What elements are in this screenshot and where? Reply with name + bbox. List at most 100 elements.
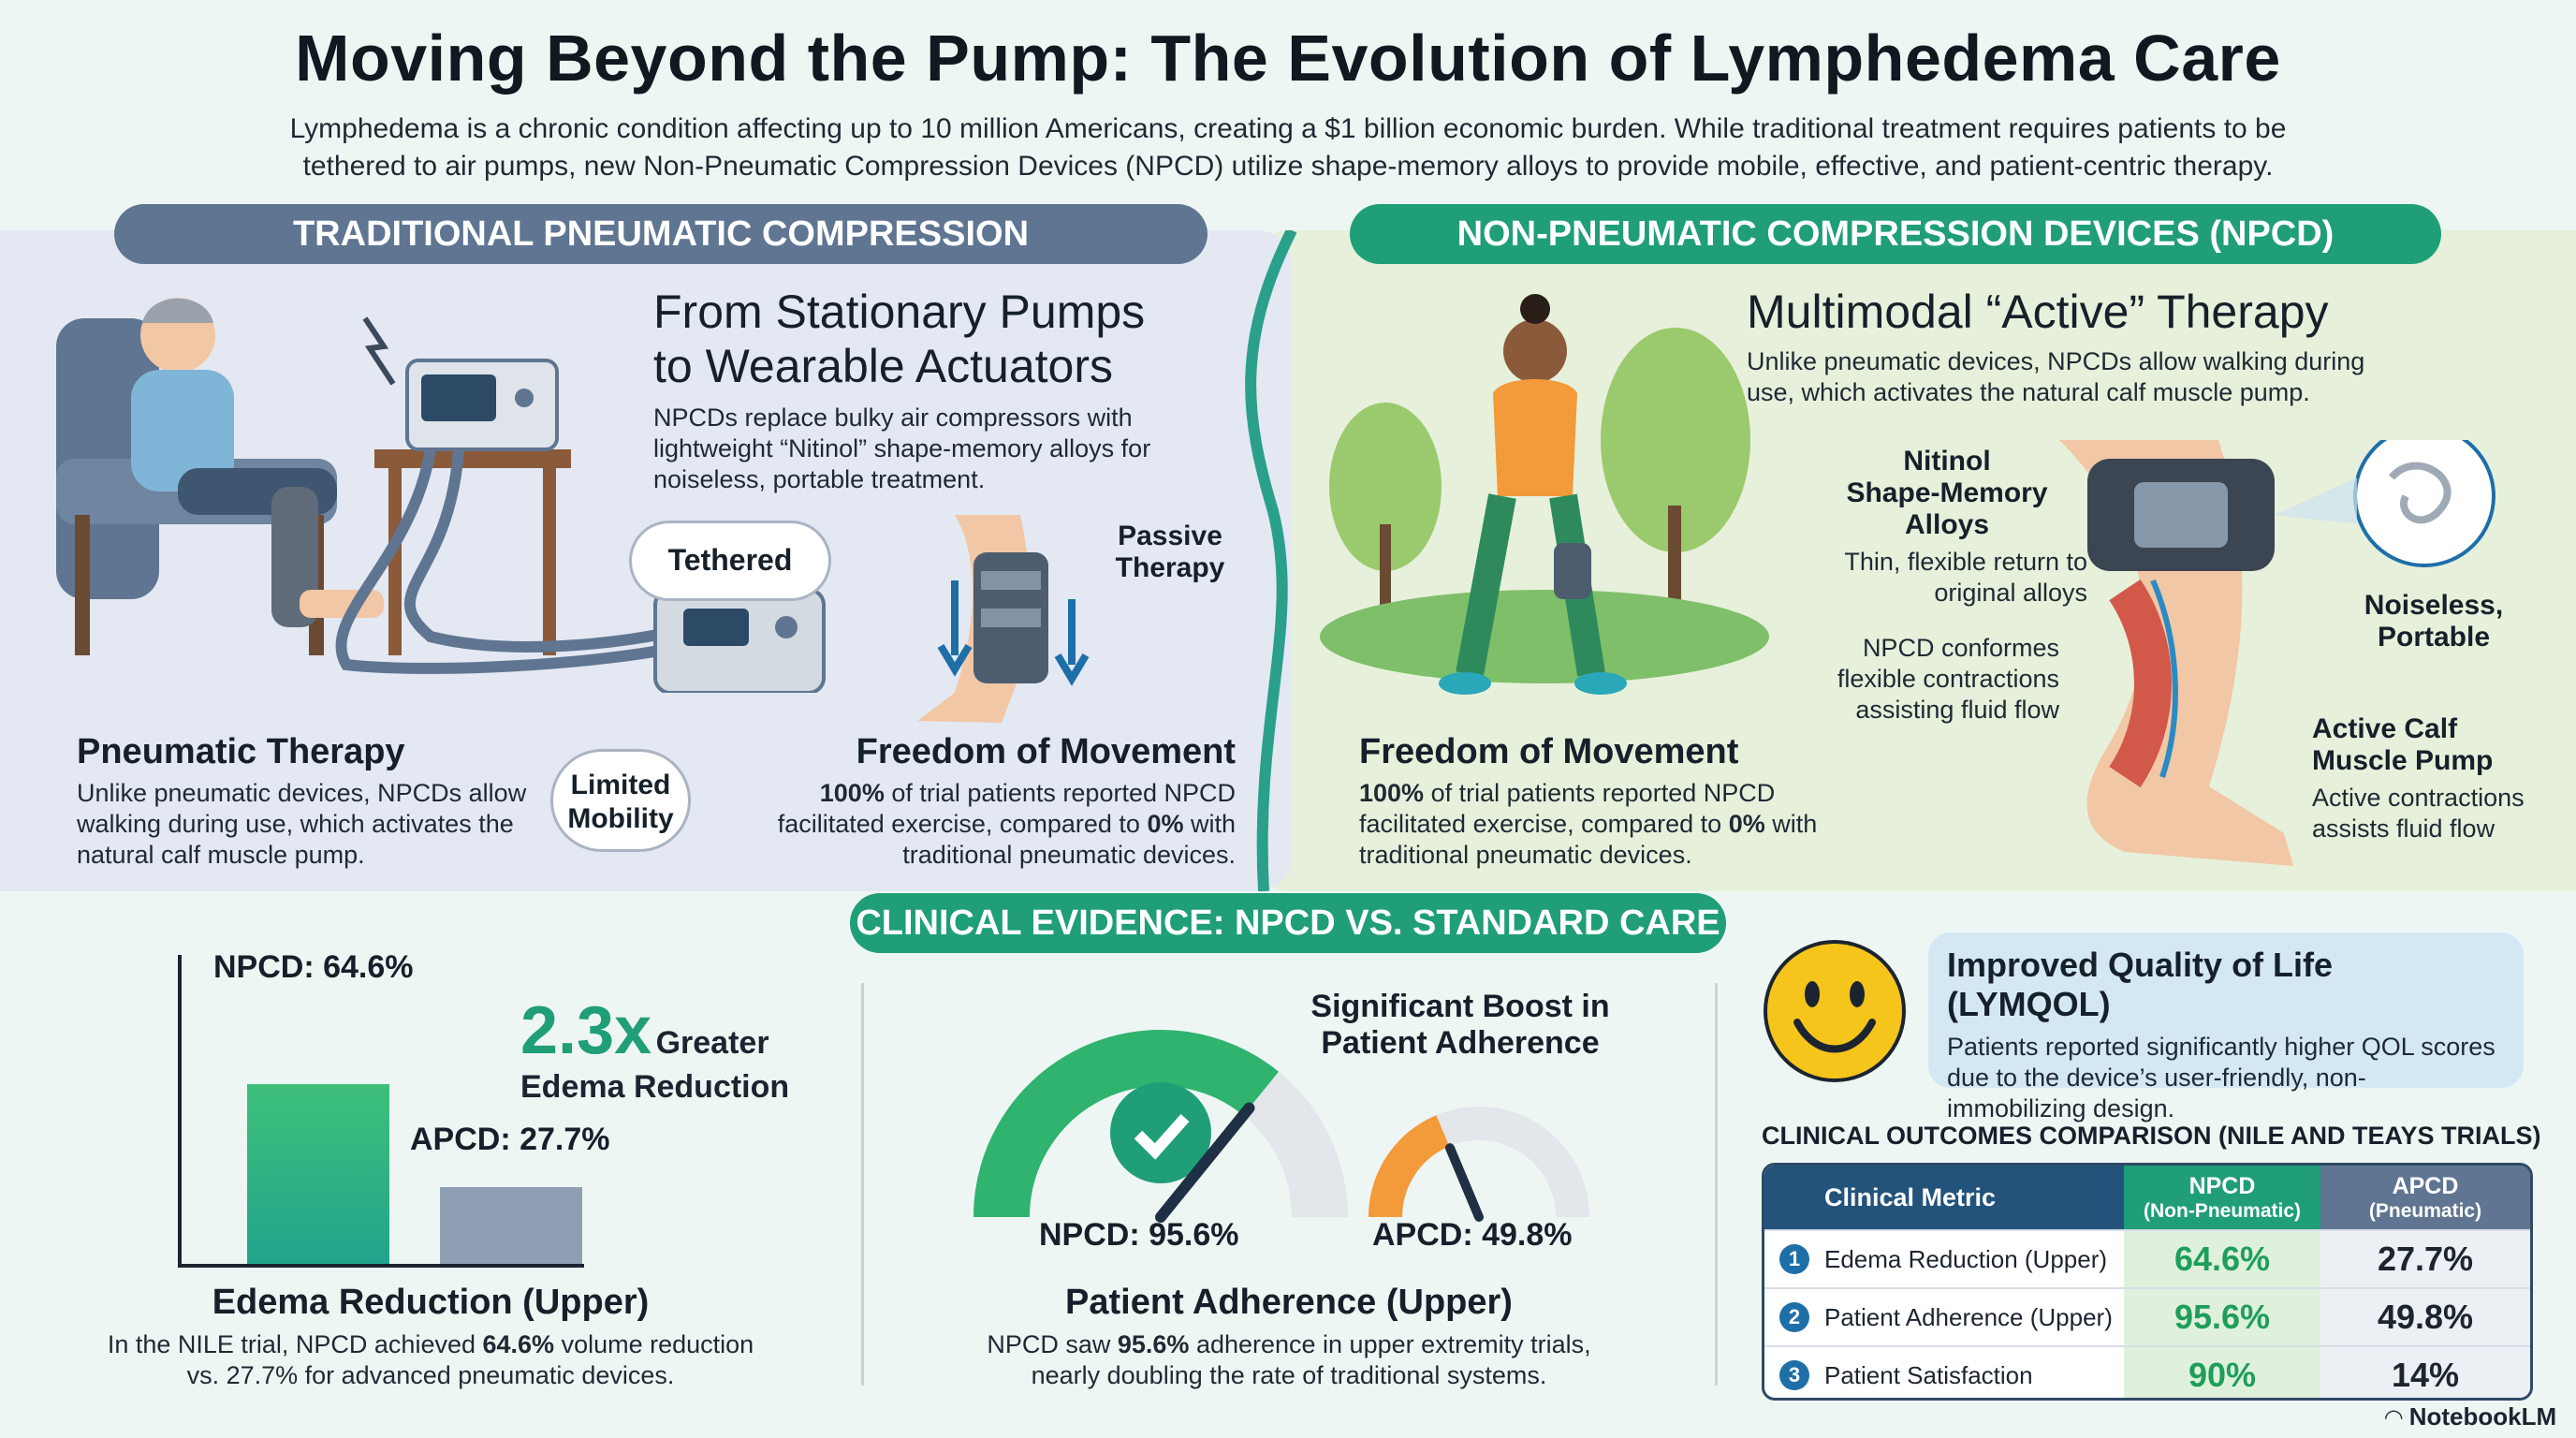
calf-pump-line-1: Active Calf <box>2312 713 2458 744</box>
row-metric: Patient Adherence (Upper) <box>1824 1302 2113 1331</box>
row-metric: Edema Reduction (Upper) <box>1824 1244 2108 1273</box>
notebooklm-brand: ◠ NotebookLM <box>2385 1402 2556 1431</box>
table-row: 2 Patient Adherence (Upper) 95.6% 49.8% <box>1764 1287 2530 1345</box>
clinical-evidence-pill: CLINICAL EVIDENCE: NPCD VS. STANDARD CAR… <box>850 893 1726 953</box>
row-npcd-value: 95.6% <box>2124 1289 2320 1345</box>
left-freedom-stat-2: 0% <box>1147 810 1184 838</box>
header-npcd-label: NPCD <box>2188 1172 2256 1199</box>
nitinol-line-3: Alloys <box>1904 509 1990 540</box>
nitinol-label: Nitinol Shape-Memory Alloys <box>1797 446 2097 541</box>
edema-title: Edema Reduction (Upper) <box>212 1283 650 1322</box>
adherence-body: NPCD saw 95.6% adherence in upper extrem… <box>863 1329 1715 1391</box>
table-header-row: Clinical Metric NPCD (Non-Pneumatic) APC… <box>1764 1166 2530 1229</box>
row-metric: Patient Satisfaction <box>1824 1360 2033 1389</box>
row-npcd-value: 90% <box>2124 1347 2320 1398</box>
npcd-bar <box>247 1084 389 1264</box>
row-number: 3 <box>1779 1360 1809 1390</box>
passive-compression-leg-illustration <box>917 515 1090 723</box>
left-freedom-end: with traditional pneumatic devices. <box>902 810 1236 869</box>
left-freedom-body: 100% of trial patients reported NPCD fac… <box>768 778 1236 871</box>
stationary-heading-body: NPCDs replace bulky air compressors with… <box>653 404 1151 493</box>
section-divider <box>861 983 864 1386</box>
left-freedom-block: Freedom of Movement 100% of trial patien… <box>768 732 1236 871</box>
passive-therapy-line-1: Passive <box>1118 521 1222 551</box>
adherence-title: Patient Adherence (Upper) <box>1065 1283 1513 1322</box>
qol-body: Patients reported significantly higher Q… <box>1947 1033 2496 1123</box>
boost-line-2: Patient Adherence <box>1321 1025 1600 1061</box>
stationary-to-wearable-block: From Stationary Pumps to Wearable Actuat… <box>653 285 1234 495</box>
passive-therapy-line-2: Therapy <box>1115 552 1225 583</box>
brand-logo-icon: ◠ <box>2385 1405 2403 1431</box>
section-divider <box>1715 983 1718 1386</box>
row-apcd-value: 49.8% <box>2320 1289 2530 1345</box>
edema-body-pre: In the NILE trial, NPCD achieved <box>107 1330 483 1358</box>
right-freedom-stat-2: 0% <box>1728 810 1765 838</box>
apcd-bar-label: APCD: 27.7% <box>410 1122 610 1157</box>
walking-woman-illustration <box>1320 294 1769 695</box>
boost-line-1: Significant Boost in <box>1310 989 1610 1024</box>
intro-text: Lymphedema is a chronic condition affect… <box>168 110 2408 185</box>
greater-multiplier: 2.3x <box>520 993 652 1068</box>
header-npcd-sub: (Non-Pneumatic) <box>2144 1199 2301 1222</box>
brand-name: NotebookLM <box>2408 1402 2557 1431</box>
npcd-section-pill: NON-PNEUMATIC COMPRESSION DEVICES (NPCD) <box>1350 204 2441 264</box>
panel-wave-divider <box>1245 230 1297 891</box>
nitinol-body: Thin, flexible return to original alloys <box>1844 548 2087 607</box>
row-apcd-value: 27.7% <box>2320 1231 2530 1287</box>
noiseless-line-1: Noiseless, <box>2364 590 2504 621</box>
npcd-adherence-gauge <box>973 1030 1348 1223</box>
row-metric-cell: 1 Edema Reduction (Upper) <box>1764 1231 2124 1287</box>
pneumatic-therapy-title: Pneumatic Therapy <box>77 732 405 771</box>
greater-line-2: Edema Reduction <box>520 1069 790 1105</box>
edema-body-stat: 64.6% <box>482 1330 555 1358</box>
adherence-body-line-2: nearly doubling the rate of traditional … <box>1031 1361 1547 1389</box>
row-apcd-value: 14% <box>2320 1347 2530 1398</box>
limited-mobility-cloud: Limited Mobility <box>550 749 691 852</box>
patient-at-pump-illustration <box>56 298 826 693</box>
edema-body-line-2: vs. 27.7% for advanced pneumatic devices… <box>186 1361 675 1389</box>
apcd-adherence-gauge <box>1368 1107 1589 1222</box>
table-row: 1 Edema Reduction (Upper) 64.6% 27.7% <box>1764 1229 2530 1287</box>
right-freedom-title: Freedom of Movement <box>1359 732 1739 771</box>
adherence-body-pre: NPCD saw <box>987 1330 1118 1358</box>
calf-pump-label: Active Calf Muscle Pump Active contracti… <box>2312 713 2555 844</box>
apcd-gauge-label: APCD: 49.8% <box>1372 1217 1573 1253</box>
header-metric: Clinical Metric <box>1824 1182 1997 1211</box>
limited-mobility-line-2: Mobility <box>567 803 674 834</box>
row-number: 2 <box>1779 1302 1809 1332</box>
right-freedom-end: with traditional pneumatic devices. <box>1359 810 1818 869</box>
intro-line-2: tethered to air pumps, new Non-Pneumatic… <box>302 151 2274 182</box>
clinical-outcomes-table: Clinical Metric NPCD (Non-Pneumatic) APC… <box>1762 1163 2533 1401</box>
left-freedom-title: Freedom of Movement <box>856 732 1236 771</box>
left-freedom-mid: of trial patients reported NPCD facilita… <box>777 779 1236 838</box>
row-metric-cell: 2 Patient Adherence (Upper) <box>1764 1289 2124 1345</box>
intro-line-1: Lymphedema is a chronic condition affect… <box>289 113 2287 144</box>
header-npcd: NPCD (Non-Pneumatic) <box>2124 1166 2320 1229</box>
tethered-cloud-label: Tethered <box>629 521 831 601</box>
passive-therapy-label: Passive Therapy <box>1105 521 1236 584</box>
multimodal-therapy-block: Multimodal “Active” Therapy Unlike pneum… <box>1747 285 2421 408</box>
pneumatic-therapy-body: Unlike pneumatic devices, NPCDs allow wa… <box>77 779 527 869</box>
header-apcd-label: APCD <box>2392 1172 2459 1199</box>
apcd-bar <box>440 1186 582 1264</box>
row-npcd-value: 64.6% <box>2124 1231 2320 1287</box>
qol-title: Improved Quality of Life (LYMQOL) <box>1947 946 2334 1023</box>
right-freedom-mid: of trial patients reported NPCD facilita… <box>1359 779 1776 838</box>
npcd-gauge-label: NPCD: 95.6% <box>1039 1217 1239 1253</box>
right-freedom-block: Freedom of Movement 100% of trial patien… <box>1359 732 1837 871</box>
stationary-heading-line-1: From Stationary Pumps <box>653 286 1146 338</box>
noiseless-label: Noiseless, Portable <box>2321 590 2546 653</box>
stationary-heading-line-2: to Wearable Actuators <box>653 340 1114 392</box>
edema-bar-chart <box>178 955 584 1268</box>
multimodal-heading: Multimodal “Active” Therapy <box>1747 286 2329 338</box>
leg-with-npcd-illustration <box>2059 440 2496 866</box>
edema-body: In the NILE trial, NPCD achieved 64.6% v… <box>0 1329 861 1391</box>
adherence-body-post: adherence in upper extremity trials, <box>1189 1330 1591 1358</box>
edema-body-line-1: In the NILE trial, NPCD achieved 64.6% v… <box>0 1329 861 1360</box>
conforms-body: NPCD conformes flexible contractions ass… <box>1837 634 2059 724</box>
quality-of-life-callout: Improved Quality of Life (LYMQOL) Patien… <box>1928 932 2524 1123</box>
table-title: CLINICAL OUTCOMES COMPARISON (NILE AND T… <box>1762 1122 2541 1150</box>
calf-pump-body: Active contractions assists fluid flow <box>2312 784 2525 843</box>
row-number: 1 <box>1779 1244 1809 1274</box>
boost-heading: Significant Boost in Patient Adherence <box>1292 989 1629 1062</box>
